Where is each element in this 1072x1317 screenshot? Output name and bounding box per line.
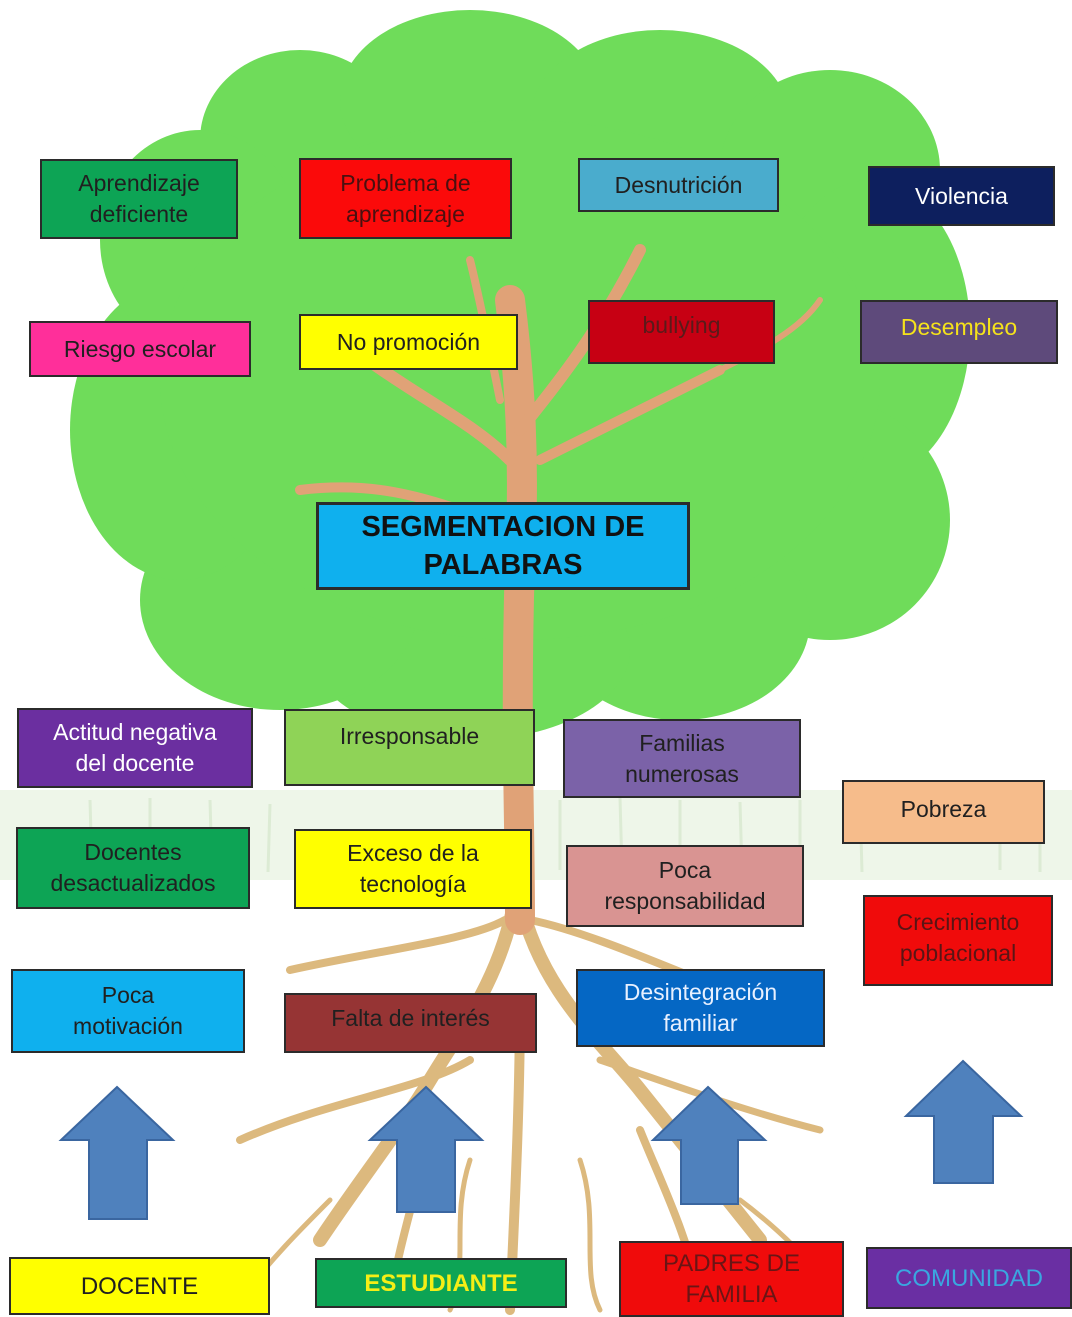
effect-box-riesgo-escolar: Riesgo escolar: [29, 321, 251, 377]
up-arrow-icon: [367, 1085, 485, 1213]
cause-box-irresponsable: Irresponsable: [284, 709, 535, 786]
cause-box-desintegracion-familiar: Desintegración familiar: [576, 969, 825, 1047]
up-arrow-icon: [903, 1059, 1024, 1184]
effect-box-aprendizaje-deficiente: Aprendizaje deficiente: [40, 159, 238, 239]
actor-box-docente: DOCENTE: [9, 1257, 270, 1315]
cause-box-pobreza: Pobreza: [842, 780, 1045, 844]
actor-box-comunidad: COMUNIDAD: [866, 1247, 1072, 1309]
cause-box-poca-responsabilidad: Poca responsabilidad: [566, 845, 804, 927]
effect-box-desnutricion: Desnutrición: [578, 158, 779, 212]
cause-box-familias-numerosas: Familias numerosas: [563, 719, 801, 798]
cause-box-crecimiento-poblacional: Crecimiento poblacional: [863, 895, 1053, 986]
actor-box-padres-de-familia: PADRES DE FAMILIA: [619, 1241, 844, 1317]
up-arrow-icon: [650, 1085, 768, 1205]
central-problem-box: SEGMENTACION DE PALABRAS: [316, 502, 690, 590]
effect-box-desempleo: Desempleo: [860, 300, 1058, 364]
effect-box-bullying: bullying: [588, 300, 775, 364]
cause-box-poca-motivacion: Poca motivación: [11, 969, 245, 1053]
arrows: [58, 1059, 1024, 1220]
effect-box-violencia: Violencia: [868, 166, 1055, 226]
up-arrow-icon: [58, 1085, 176, 1220]
effect-box-problema-de-aprendizaje: Problema de aprendizaje: [299, 158, 512, 239]
cause-box-actitud-negativa: Actitud negativa del docente: [17, 708, 253, 788]
cause-box-falta-de-interes: Falta de interés: [284, 993, 537, 1053]
cause-box-exceso-tecnologia: Exceso de la tecnología: [294, 829, 532, 909]
actor-box-estudiante: ESTUDIANTE: [315, 1258, 567, 1308]
effect-box-no-promocion: No promoción: [299, 314, 518, 370]
cause-box-docentes-desactualizados: Docentes desactualizados: [16, 827, 250, 909]
